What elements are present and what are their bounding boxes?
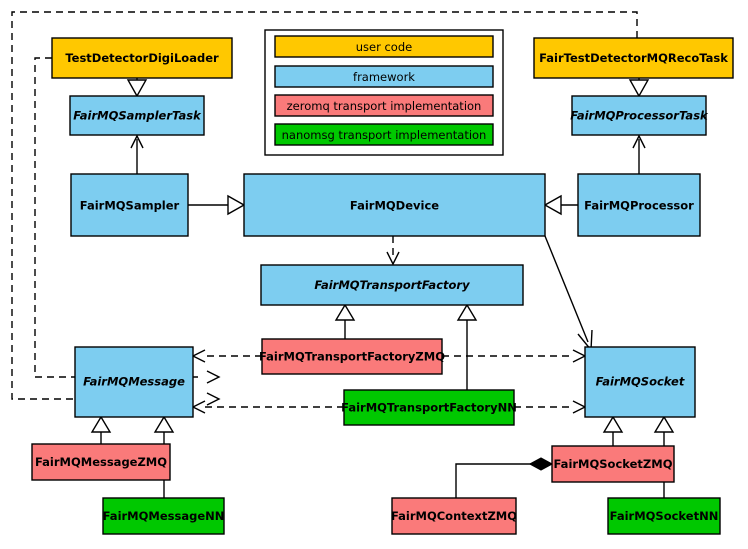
node-box-FairMQSamplerTask[interactable] <box>69 95 205 136</box>
arrowhead-open-digiloader-message <box>206 370 221 384</box>
dependency-path-recotask-to-message <box>11 11 638 400</box>
arrowhead-generalization-tfnn <box>456 303 478 321</box>
node-FairMQMessage[interactable]: FairMQMessage <box>74 346 194 418</box>
node-box-FairMQMessageNN[interactable] <box>102 497 225 535</box>
arrowhead-open-recotask-message <box>206 392 221 406</box>
legend-swatch-nanomsg <box>274 123 494 146</box>
node-box-FairMQTransportFactoryNN[interactable] <box>343 389 515 426</box>
arrowhead-open-tfzmq-message <box>191 349 206 363</box>
node-box-FairMQProcessor[interactable] <box>577 173 701 237</box>
arrowhead-generalization-messagezmq <box>90 415 112 433</box>
node-FairMQContextZMQ[interactable]: FairMQContextZMQ <box>391 497 517 535</box>
node-box-FairMQTransportFactoryZMQ[interactable] <box>261 338 443 375</box>
edge-device-socket <box>544 235 589 343</box>
node-box-FairMQSampler[interactable] <box>70 173 189 237</box>
node-FairMQProcessorTask[interactable]: FairMQProcessorTask <box>570 95 709 136</box>
node-FairMQSocketNN[interactable]: FairMQSocketNN <box>607 497 721 535</box>
arrowhead-open-device-transportfactory <box>386 251 400 266</box>
arrowhead-open-sampler-samplertask <box>130 134 144 149</box>
node-TestDetectorDigiLoader[interactable]: TestDetectorDigiLoader <box>51 37 233 79</box>
arrowhead-open-tfnn-socket <box>572 400 587 414</box>
node-box-FairMQSocket[interactable] <box>584 346 696 418</box>
edge-socketzmq-contextzmq <box>455 463 536 498</box>
node-box-FairMQSocketNN[interactable] <box>607 497 721 535</box>
node-FairMQMessageZMQ[interactable]: FairMQMessageZMQ <box>31 443 171 481</box>
arrowhead-generalization-tfzmq <box>334 303 356 321</box>
arrowhead-generalization-sampler-device <box>227 194 246 216</box>
node-box-FairMQMessage[interactable] <box>74 346 194 418</box>
node-box-FairMQDevice[interactable] <box>243 173 546 237</box>
node-box-FairMQContextZMQ[interactable] <box>391 497 517 535</box>
node-FairMQSamplerTask[interactable]: FairMQSamplerTask <box>69 95 205 136</box>
arrowhead-open-tfnn-message <box>191 400 206 414</box>
arrowhead-open-processor-processortask <box>632 134 646 149</box>
node-FairMQSampler[interactable]: FairMQSampler <box>70 173 189 237</box>
arrowhead-generalization-processor-device <box>543 194 562 216</box>
node-FairTestDetectorMQRecoTask[interactable]: FairTestDetectorMQRecoTask <box>533 37 734 79</box>
node-box-FairMQTransportFactory[interactable] <box>260 264 524 306</box>
node-box-FairMQMessageZMQ[interactable] <box>31 443 171 481</box>
node-FairMQDevice[interactable]: FairMQDevice <box>243 173 546 237</box>
node-FairMQSocketZMQ[interactable]: FairMQSocketZMQ <box>551 445 675 483</box>
legend-swatch-framework <box>274 65 494 88</box>
legend-swatch-zeromq <box>274 94 494 117</box>
node-box-FairTestDetectorMQRecoTask[interactable] <box>533 37 734 79</box>
arrowhead-generalization-socketzmq <box>602 415 624 433</box>
arrowhead-generalization-digiloader <box>126 79 148 98</box>
node-FairMQSocket[interactable]: FairMQSocket <box>584 346 696 418</box>
node-box-FairMQProcessorTask[interactable] <box>571 95 707 136</box>
node-FairMQTransportFactoryNN[interactable]: FairMQTransportFactoryNN <box>341 389 517 426</box>
diamond-composition-socketzmq <box>528 457 554 471</box>
arrowhead-generalization-recotask <box>628 79 650 98</box>
legend-swatch-user-code <box>274 35 494 58</box>
node-box-FairMQSocketZMQ[interactable] <box>551 445 675 483</box>
node-box-TestDetectorDigiLoader[interactable] <box>51 37 233 79</box>
node-FairMQTransportFactoryZMQ[interactable]: FairMQTransportFactoryZMQ <box>259 338 445 375</box>
node-FairMQMessageNN[interactable]: FairMQMessageNN <box>102 497 225 535</box>
node-FairMQTransportFactory[interactable]: FairMQTransportFactory <box>260 264 524 306</box>
arrowhead-generalization-messagenn <box>153 415 175 433</box>
node-FairMQProcessor[interactable]: FairMQProcessor <box>577 173 701 237</box>
arrowhead-generalization-socketnn <box>653 415 675 433</box>
arrowhead-open-tfzmq-socket <box>572 349 587 363</box>
